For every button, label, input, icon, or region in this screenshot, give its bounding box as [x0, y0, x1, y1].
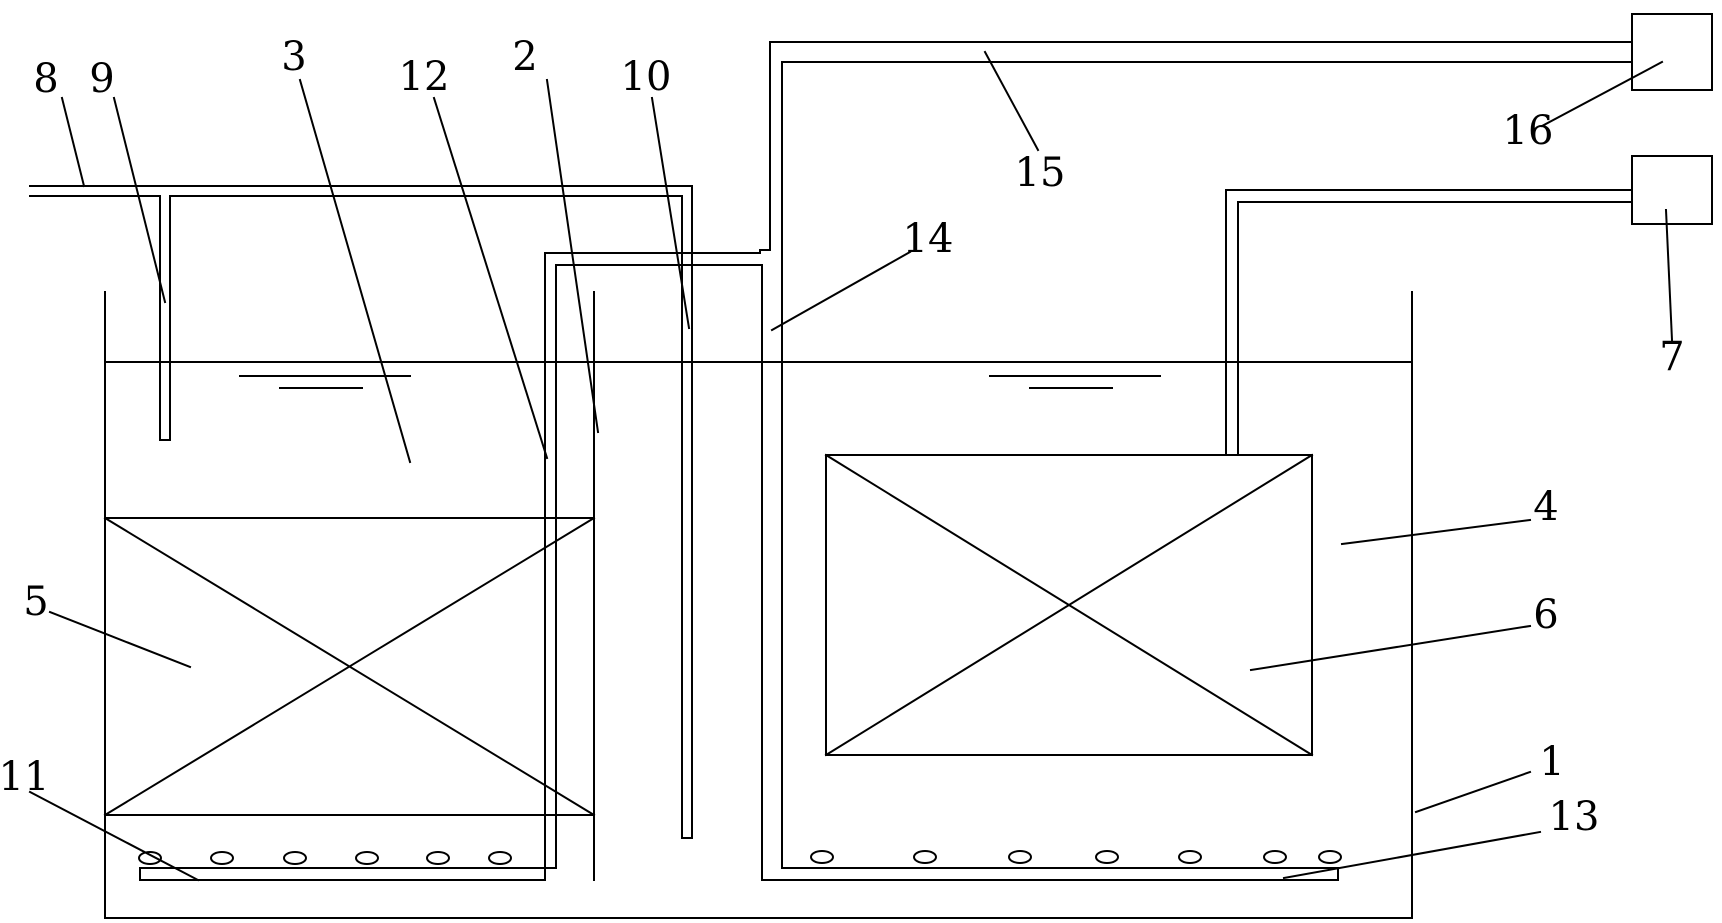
label-13: 13: [1549, 794, 1600, 840]
leader-lines: [28, 50, 1674, 882]
tank-outline: [104, 291, 1413, 919]
diffusers-right: [810, 850, 1342, 864]
label-11: 11: [0, 754, 49, 800]
label-5: 5: [23, 579, 48, 625]
label-7: 7: [1659, 334, 1684, 380]
diffusers-left: [138, 851, 512, 865]
filter-media-box: [103, 516, 596, 817]
pump-box: [1631, 155, 1713, 225]
aeration-pipe-right: [761, 41, 1633, 881]
aeration-pipe-left: [139, 249, 771, 881]
inlet-branch-pipe: [159, 195, 171, 441]
label-2: 2: [512, 34, 537, 80]
inlet-pipe: [29, 185, 693, 839]
label-14: 14: [903, 216, 954, 262]
label-16: 16: [1503, 108, 1554, 154]
permeate-pipe: [1225, 189, 1633, 456]
water-surface: [104, 361, 1413, 389]
label-4: 4: [1533, 484, 1558, 530]
label-6: 6: [1533, 592, 1558, 638]
label-9: 9: [89, 56, 114, 102]
label-12: 12: [399, 54, 450, 100]
label-3: 3: [281, 34, 306, 80]
reference-numerals: 1 2 3 4 5 6 7 8 9 10 11 12 13 14 15 16: [0, 34, 1685, 840]
membrane-module: [824, 453, 1314, 757]
label-1: 1: [1539, 739, 1564, 785]
label-10: 10: [621, 54, 672, 100]
label-15: 15: [1015, 150, 1066, 196]
label-8: 8: [33, 56, 58, 102]
blower-box: [1631, 13, 1713, 91]
